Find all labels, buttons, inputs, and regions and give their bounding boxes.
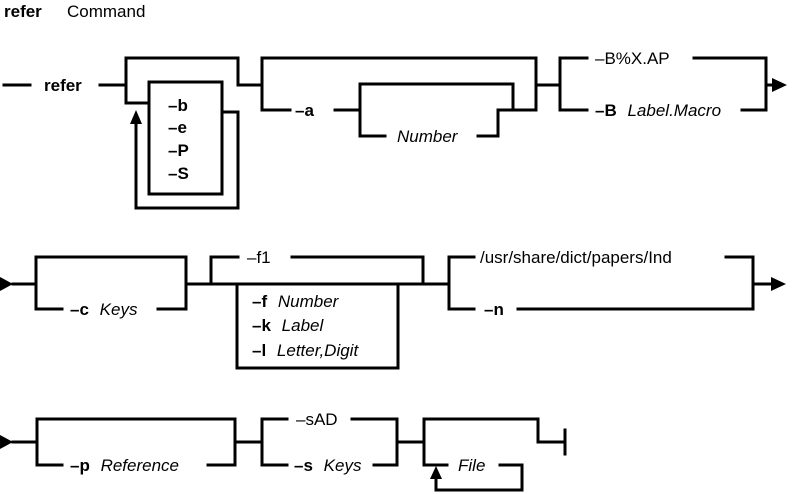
flag-S: –S [168,164,189,183]
c-option: –c Keys [70,300,138,319]
c-arg: Keys [100,300,138,319]
path-default: /usr/share/dict/papers/Ind [480,248,672,267]
file-arg: File [458,456,485,475]
row-3: –p Reference –sAD –s Keys [0,410,567,492]
flag-b: –b [168,96,188,115]
box-f: –f Number [252,292,340,311]
p-option: –p Reference [70,456,179,475]
s-flag: –s [294,456,313,475]
option-s-group: –sAD –s Keys [260,410,399,475]
command-name: refer [44,76,82,95]
row-1: refer –b –e –P –S [2,49,787,210]
flag-e: –e [168,118,187,137]
flags-group: –b –e –P –S [124,56,240,210]
B-default: –B%X.AP [595,49,670,68]
n-flag: –n [484,300,504,319]
file-group: File [422,417,540,492]
option-c-group: –c Keys [34,255,188,319]
start-arrow-icon [0,435,13,449]
B-option: –B Label.Macro [595,101,721,120]
box-k: –k Label [252,316,324,335]
f-default: –f1 [247,248,271,267]
s-arg: Keys [324,456,362,475]
s-option: –s Keys [294,456,362,475]
box-l: –l Letter,Digit [252,341,359,360]
continue-arrow-icon [771,277,786,291]
p-arg: Reference [101,456,179,475]
c-flag: –c [70,300,89,319]
repeat-arrow-icon [430,466,442,479]
repeat-arrow-icon [130,110,142,124]
option-f-group: –f1 –f Number –k Label –l Letter,Digit [209,248,425,370]
title-command: refer [4,2,42,21]
continue-arrow-icon [772,78,787,92]
B-flag: –B [595,101,617,120]
B-arg: Label.Macro [627,101,721,120]
option-path-group: /usr/share/dict/papers/Ind –n [447,248,786,319]
row-2: –c Keys –f1 –f Number –k [0,248,786,370]
p-flag: –p [70,456,90,475]
option-B-group: –B%X.AP –B Label.Macro [558,49,787,120]
option-a-group: –a Number [260,56,538,146]
flag-P: –P [168,141,189,160]
s-default: –sAD [296,410,338,429]
option-p-group: –p Reference [35,417,237,475]
number-arg: Number [397,127,459,146]
start-arrow-icon [0,277,13,291]
option-a: –a [295,101,314,120]
title-label: Command [67,2,145,21]
